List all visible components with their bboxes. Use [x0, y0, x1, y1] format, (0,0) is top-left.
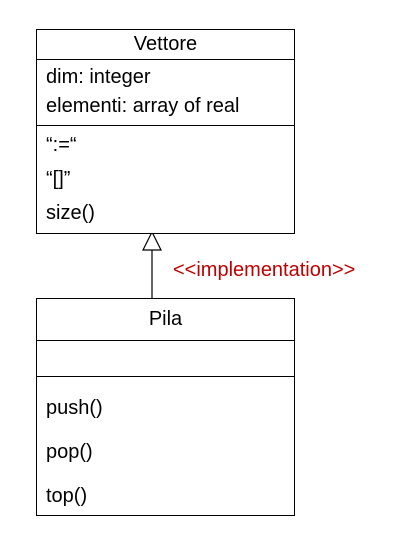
operation-pop: pop() [46, 441, 93, 463]
operations-compartment: push() pop() top() [37, 377, 294, 515]
operation-top: top() [46, 485, 88, 507]
operation-size: size() [46, 202, 95, 224]
class-name: Vettore [37, 30, 294, 60]
attributes-compartment-empty [37, 341, 294, 377]
class-vettore[interactable]: Vettore dim: integer elementi: array of … [36, 29, 295, 234]
attribute-dim: dim: integer [46, 66, 151, 88]
operation-index: “[]” [46, 168, 71, 190]
stereotype-label: <<implementation>> [173, 259, 356, 281]
attribute-elementi: elementi: array of real [46, 95, 240, 117]
hollow-triangle-arrowhead [142, 230, 162, 251]
class-pila[interactable]: Pila push() pop() top() [36, 298, 295, 516]
operation-assign: “:=“ [46, 134, 77, 156]
attributes-compartment: dim: integer elementi: array of real [37, 60, 294, 126]
class-name: Pila [37, 299, 294, 341]
operations-compartment: “:=“ “[]” size() [37, 126, 294, 233]
operation-push: push() [46, 397, 103, 419]
